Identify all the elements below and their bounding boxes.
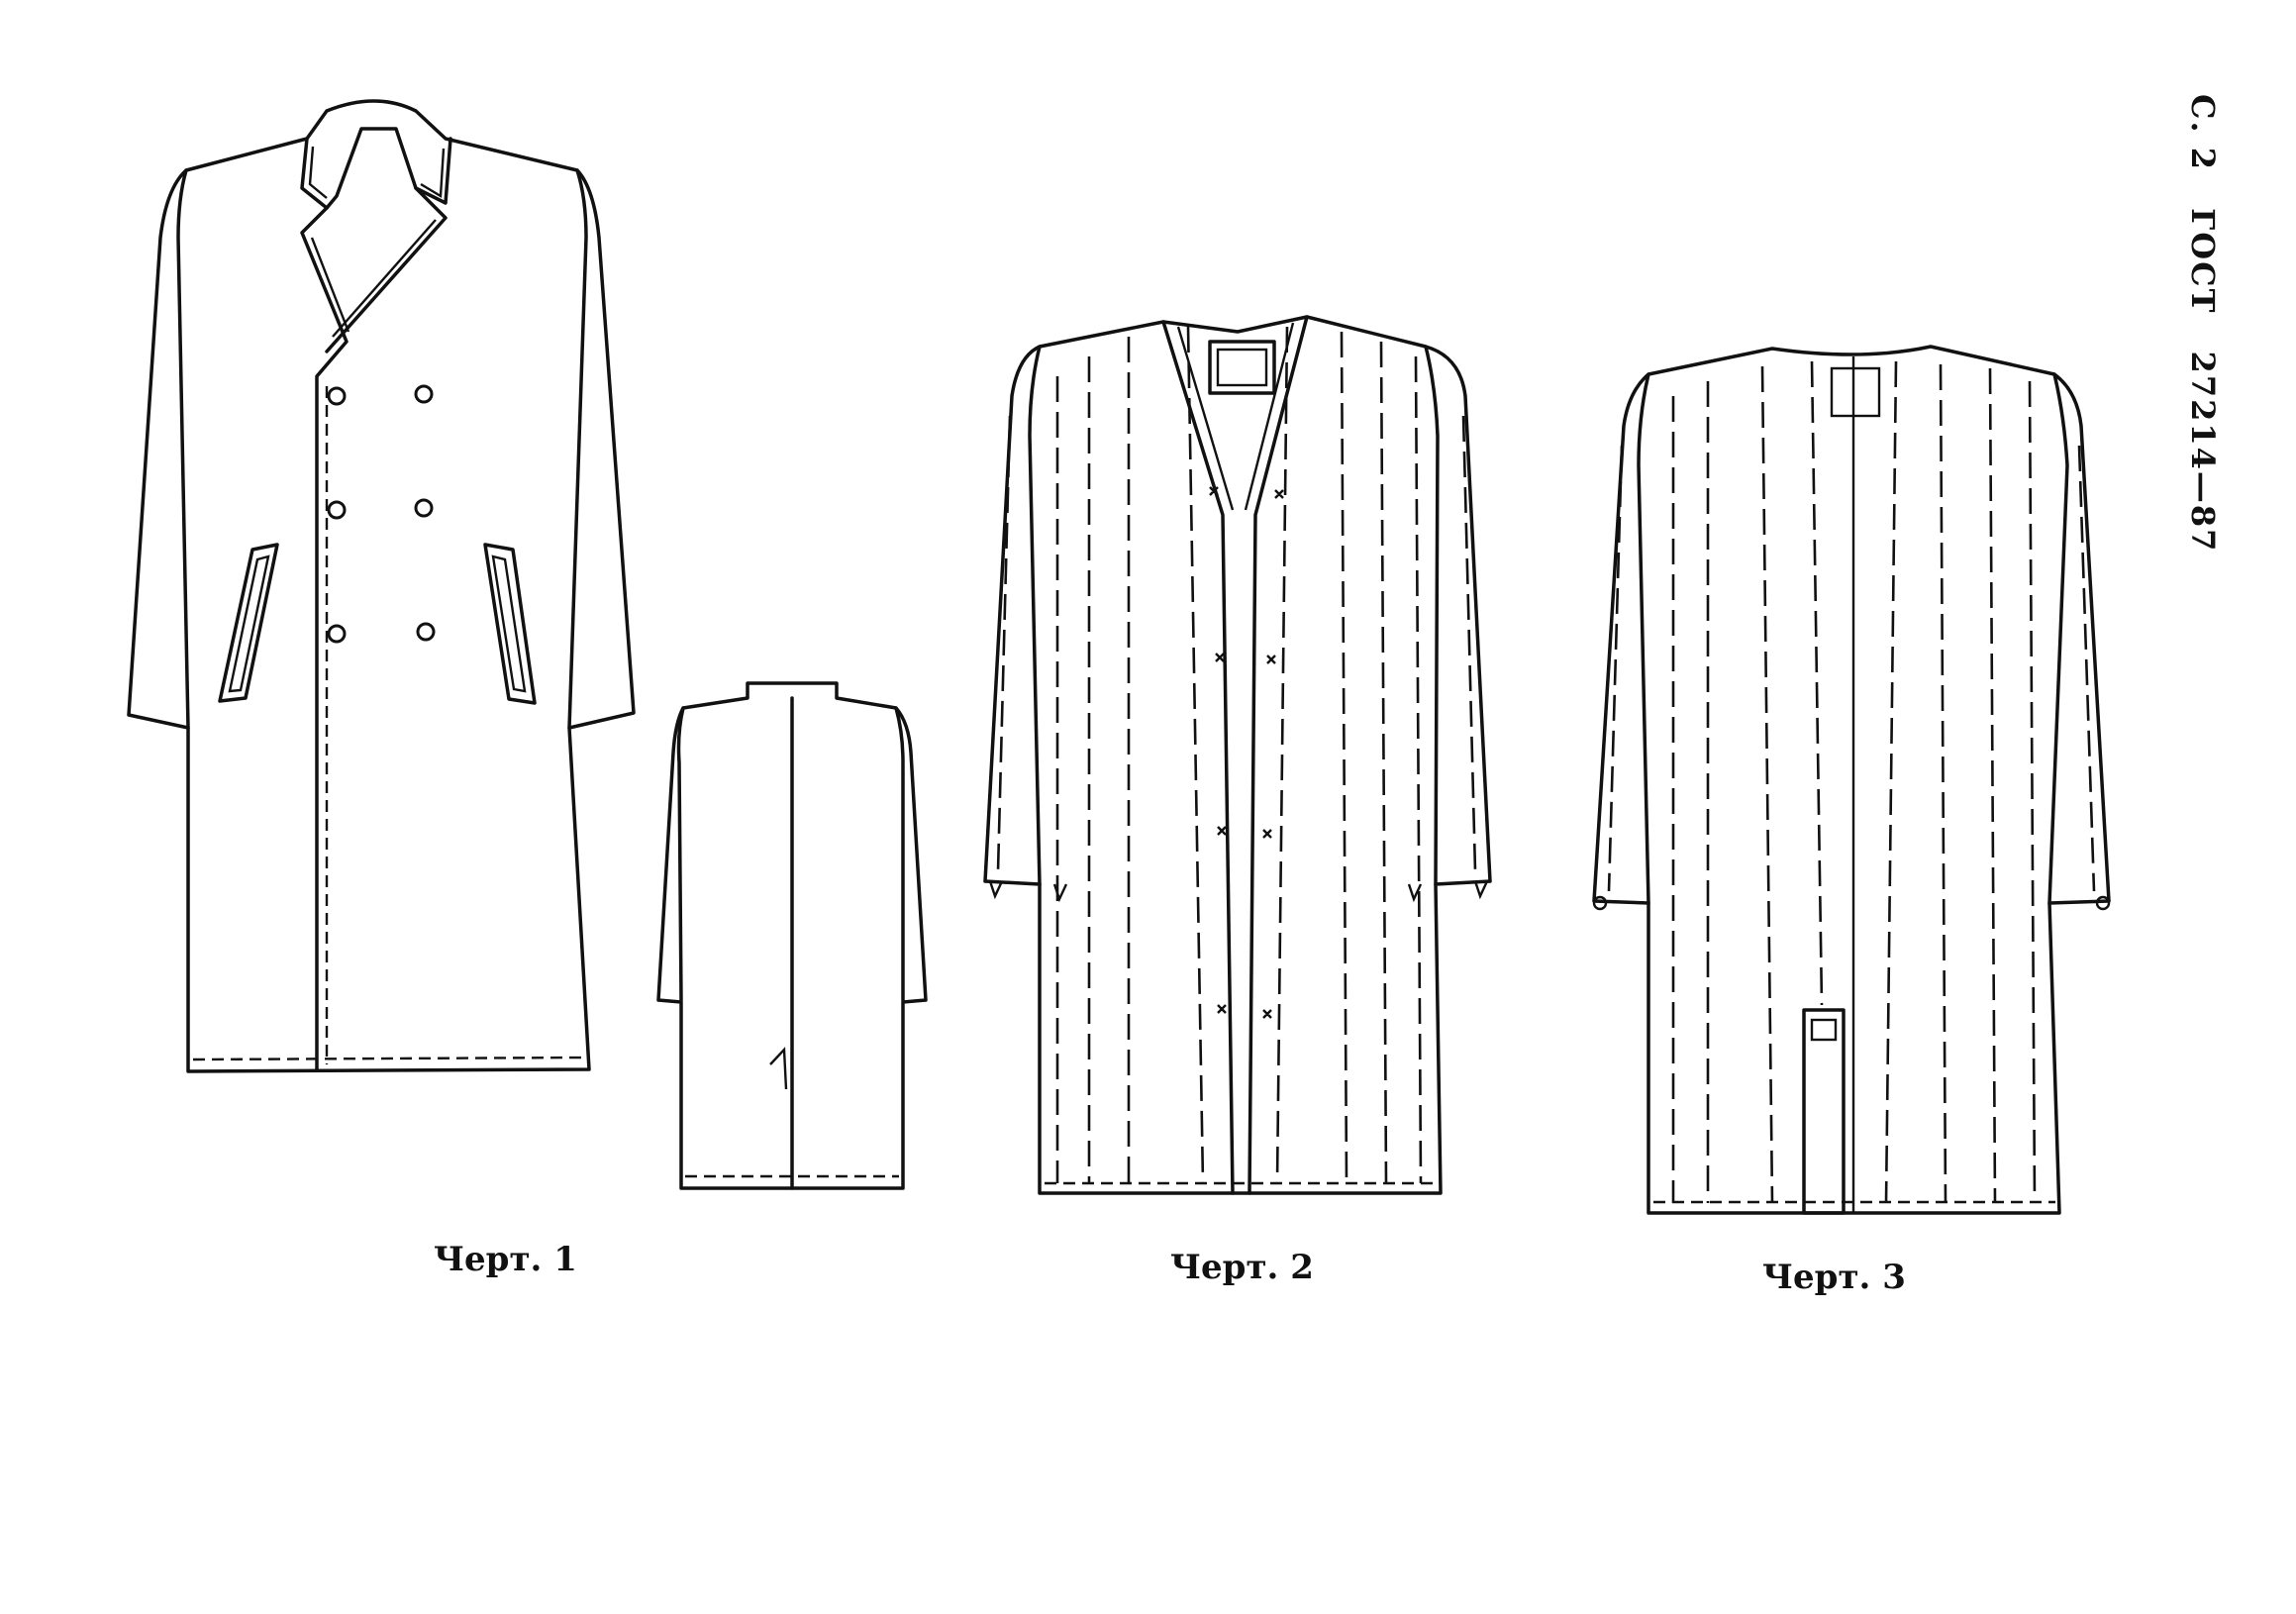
figure-1-caption: Черт. 1	[434, 1240, 577, 1279]
button-icon	[414, 498, 434, 518]
button-icon	[327, 386, 347, 406]
button-icon	[327, 500, 347, 520]
button-icon	[414, 384, 434, 404]
button-icon	[327, 624, 347, 644]
figure-3-lining-back	[1592, 345, 2111, 1215]
figure-3-caption: Черт. 3	[1762, 1258, 1906, 1297]
figure-2-caption: Черт. 2	[1170, 1248, 1314, 1287]
button-icon	[416, 622, 436, 642]
figure-1-coat-front	[127, 99, 636, 1073]
figure-2-lining-front	[983, 315, 1492, 1195]
figure-1-coat-back	[656, 681, 928, 1190]
